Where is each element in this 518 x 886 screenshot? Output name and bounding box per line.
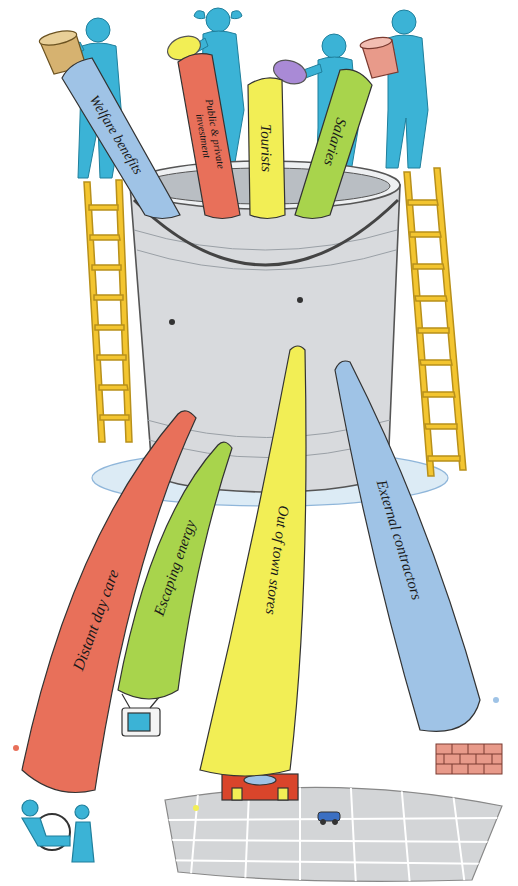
ladder [92, 265, 121, 270]
ladder [428, 456, 460, 461]
store-building [222, 774, 298, 800]
band-outline [62, 58, 180, 219]
wheelchair-figure [22, 818, 70, 846]
ladder [97, 355, 126, 360]
band-outline [190, 340, 320, 780]
town-map [150, 818, 510, 864]
town-map [150, 770, 510, 886]
ladder [418, 328, 449, 333]
ladder [116, 180, 132, 442]
ladder [423, 392, 455, 397]
ladder [100, 415, 129, 420]
ladder [90, 235, 120, 240]
drops [493, 697, 499, 703]
brick-wall [436, 744, 502, 774]
band-outline [248, 78, 285, 219]
ladder [99, 385, 128, 390]
stream-band: Tourists [240, 72, 292, 224]
car-icon [333, 820, 338, 825]
wheelchair-figure [22, 800, 94, 862]
ladder [420, 360, 452, 365]
store-building [232, 788, 242, 800]
bucket [169, 319, 175, 325]
bucket-pail [359, 35, 392, 50]
stream-band: Salaries [288, 62, 378, 224]
person-figure [206, 8, 230, 32]
band-outline [200, 346, 306, 776]
stream-band: Escaping energy [110, 435, 240, 715]
person-figure [322, 34, 346, 58]
ladder [415, 296, 447, 301]
bucket-pail [38, 28, 78, 48]
person-figure [86, 18, 110, 42]
wheelchair-figure [22, 800, 38, 816]
ladder [404, 172, 434, 476]
band-outline [118, 442, 232, 699]
brick-wall [436, 744, 502, 774]
ladder [94, 295, 123, 300]
store-building [222, 774, 298, 800]
stream-band: Public & private investment [170, 45, 250, 225]
wheelchair-figure [75, 805, 89, 819]
bucket [297, 297, 303, 303]
drops [193, 805, 199, 811]
car-icon [321, 820, 326, 825]
person-figure [372, 10, 428, 168]
band-outline [178, 54, 240, 219]
tv-icon [128, 713, 150, 731]
town-map [165, 787, 502, 881]
ladder [84, 180, 132, 442]
ladder [425, 424, 457, 429]
stream-band: Welfare benefits [55, 50, 190, 222]
ladder [95, 325, 124, 330]
ladder [410, 232, 441, 237]
tv-icon [122, 708, 160, 736]
ladder [408, 200, 438, 205]
bucket-pail [359, 35, 398, 78]
brick-wall [436, 744, 502, 774]
town-map [190, 770, 465, 886]
ladder [413, 264, 444, 269]
store-building [278, 788, 288, 800]
ladder [404, 168, 466, 476]
town-map [150, 770, 510, 886]
car-icon [318, 812, 340, 825]
stream-band: Out of town stores [190, 340, 320, 780]
drops [13, 745, 19, 751]
stream-band: External contractors [325, 352, 490, 742]
stream-label: Tourists [257, 124, 275, 172]
ladder [89, 205, 118, 210]
ladder [84, 182, 105, 442]
bucket [137, 250, 396, 270]
band-outline [335, 361, 480, 731]
band-outline [295, 69, 372, 218]
person-figure [194, 11, 205, 19]
person-figure [392, 10, 416, 34]
wheelchair-figure [72, 822, 94, 862]
tv-icon [122, 694, 160, 736]
person-figure [231, 11, 242, 19]
